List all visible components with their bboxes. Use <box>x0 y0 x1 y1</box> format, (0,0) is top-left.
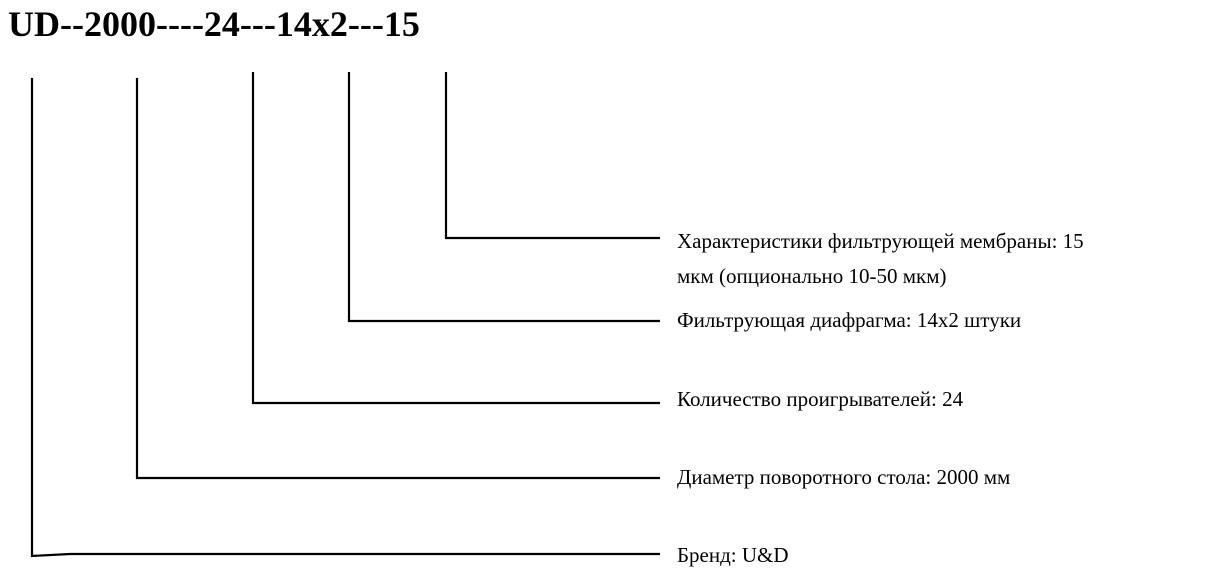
label-brand: Бренд: U&D <box>677 543 789 567</box>
label-diaphragm: Фильтрующая диафрагма: 14x2 штуки <box>677 308 1022 332</box>
connector-table <box>135 78 660 480</box>
label-membrane-line2: мкм (опционально 10-50 мкм) <box>677 264 947 288</box>
label-players: Количество проигрывателей: 24 <box>677 387 964 411</box>
label-membrane: Характеристики фильтрующей мембраны: 15 … <box>677 224 1084 294</box>
connector-diaphragm <box>347 72 660 323</box>
label-table-diameter: Диаметр поворотного стола: 2000 мм <box>677 465 1011 489</box>
label-membrane-line1: Характеристики фильтрующей мембраны: 15 <box>677 229 1084 253</box>
connector-players <box>251 72 660 405</box>
connector-membrane <box>444 72 660 240</box>
model-code-title: UD--2000----24---14x2---15 <box>8 4 420 44</box>
connector-brand <box>30 78 660 558</box>
